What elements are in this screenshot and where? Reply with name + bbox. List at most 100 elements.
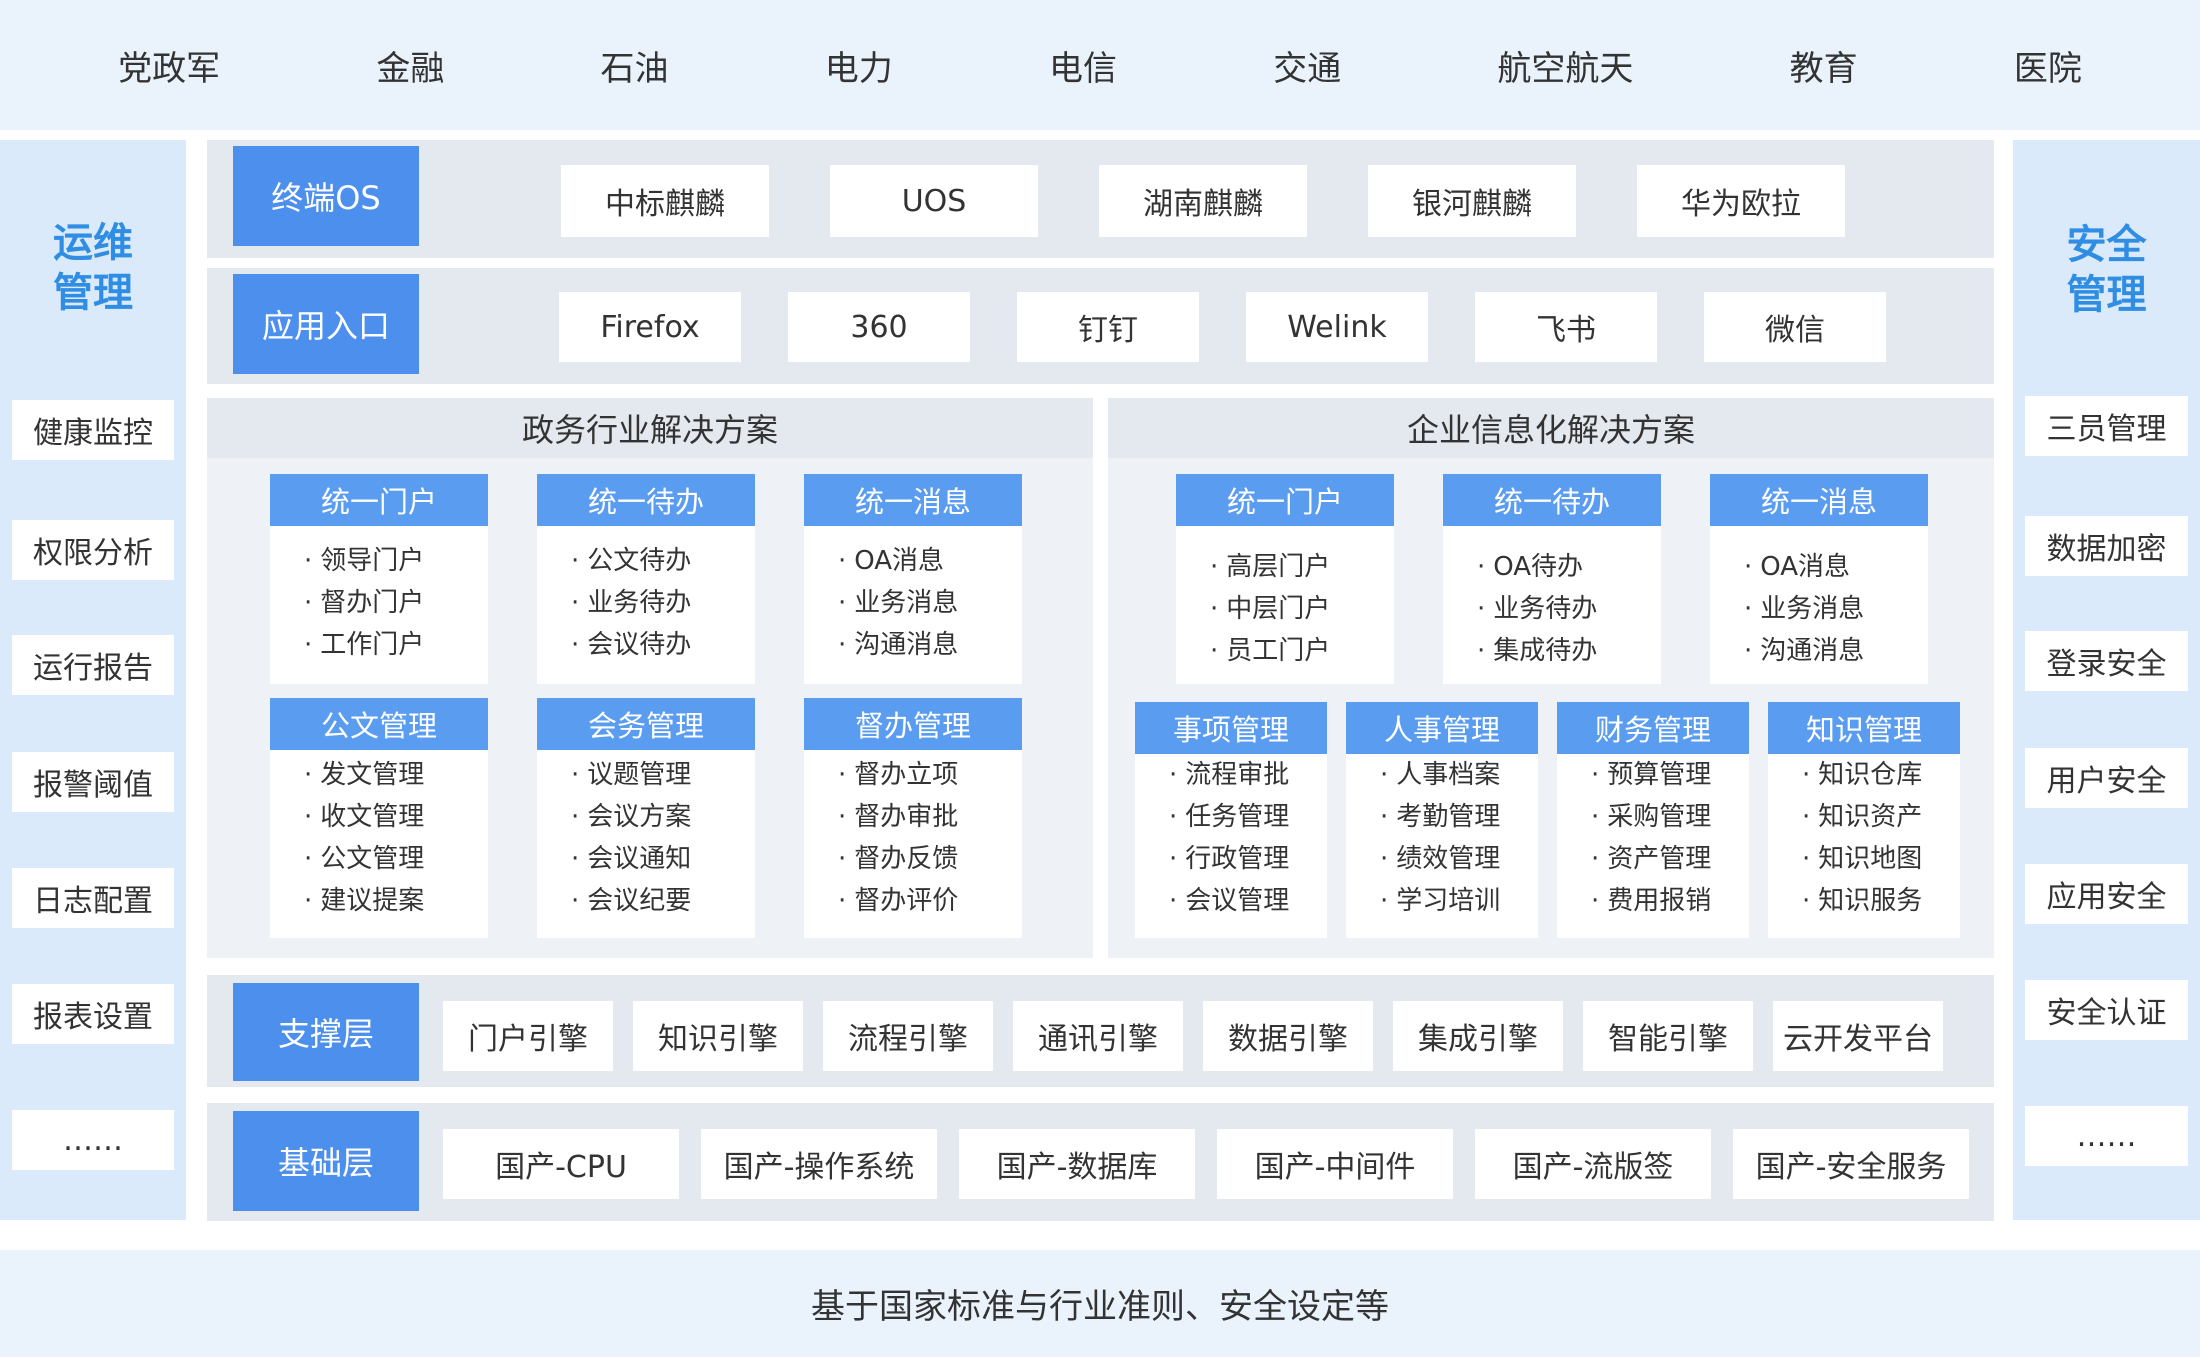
solution-card-item: 业务待办	[1443, 588, 1661, 625]
app-entry-item: Welink	[1246, 292, 1428, 362]
support-layer-label: 支撑层	[233, 983, 419, 1081]
base-layer-item: 国产-数据库	[959, 1129, 1195, 1199]
base-layer-item: 国产-安全服务	[1733, 1129, 1969, 1199]
solution-card-heading: 统一消息	[804, 474, 1022, 526]
industry-label: 电力	[824, 48, 893, 89]
solution-card: 事项管理流程审批任务管理行政管理会议管理	[1135, 702, 1327, 938]
solution-card-heading: 财务管理	[1557, 702, 1749, 754]
solution-card: 财务管理预算管理采购管理资产管理费用报销	[1557, 702, 1749, 938]
industry-label: 石油	[600, 48, 669, 89]
ent-solution-title: 企业信息化解决方案	[1406, 411, 1695, 449]
base-layer-label: 基础层	[233, 1111, 419, 1211]
solution-card-item: 中层门户	[1176, 588, 1394, 625]
ops-item: ……	[12, 1110, 174, 1170]
solution-card-item: 高层门户	[1176, 546, 1394, 583]
solution-card-item: 会议方案	[537, 796, 755, 833]
solution-card-item: 督办反馈	[804, 838, 1022, 875]
solution-card-item: OA待办	[1443, 546, 1661, 583]
app-entry-item: Firefox	[559, 292, 741, 362]
industry-label: 教育	[1789, 48, 1858, 89]
solution-card-heading: 统一门户	[270, 474, 488, 526]
gov-solution-title: 政务行业解决方案	[521, 411, 778, 449]
support-layer-item: 云开发平台	[1773, 1001, 1943, 1071]
security-title: 安全 管理	[2066, 222, 2147, 318]
solution-card-item: 知识仓库	[1768, 754, 1960, 791]
industry-label: 金融	[376, 48, 445, 89]
solution-card: 统一门户领导门户督办门户工作门户	[270, 474, 488, 684]
solution-card-item: OA消息	[1710, 546, 1928, 583]
gov-solution-body: 统一门户领导门户督办门户工作门户统一待办公文待办业务待办会议待办统一消息OA消息…	[207, 458, 1093, 958]
solution-card: 督办管理督办立项督办审批督办反馈督办评价	[804, 698, 1022, 938]
solution-card: 统一消息OA消息业务消息沟通消息	[1710, 474, 1928, 684]
security-item: 安全认证	[2025, 980, 2188, 1040]
base-layer-item: 国产-中间件	[1217, 1129, 1453, 1199]
solution-card-item: 绩效管理	[1346, 838, 1538, 875]
solution-card-item: 公文待办	[537, 540, 755, 577]
solution-card-item: 督办评价	[804, 880, 1022, 917]
solution-card-item: 沟通消息	[804, 624, 1022, 661]
solution-card-item: 沟通消息	[1710, 630, 1928, 667]
solution-card-item: 知识服务	[1768, 880, 1960, 917]
solution-card-item: 工作门户	[270, 624, 488, 661]
support-layer-item: 智能引擎	[1583, 1001, 1753, 1071]
solution-card-item: 预算管理	[1557, 754, 1749, 791]
solution-card-item: 督办审批	[804, 796, 1022, 833]
solution-card-item: 建议提案	[270, 880, 488, 917]
solution-card-item: 会议待办	[537, 624, 755, 661]
terminal-os-item: 银河麒麟	[1368, 165, 1576, 237]
ops-management-column: 运维 管理 健康监控权限分析运行报告报警阈值日志配置报表设置……	[0, 140, 186, 1220]
terminal-os-item: UOS	[830, 165, 1038, 237]
solution-card-item: 流程审批	[1135, 754, 1327, 791]
industry-label: 航空航天	[1497, 48, 1634, 89]
solution-card-item: 议题管理	[537, 754, 755, 791]
solution-card-item: 督办门户	[270, 582, 488, 619]
ent-solution-body: 统一门户高层门户中层门户员工门户统一待办OA待办业务待办集成待办统一消息OA消息…	[1108, 458, 1994, 958]
solution-card-heading: 事项管理	[1135, 702, 1327, 754]
support-layer-item: 通讯引擎	[1013, 1001, 1183, 1071]
ops-item: 报警阈值	[12, 752, 174, 812]
industry-label: 交通	[1273, 48, 1342, 89]
security-item: 登录安全	[2025, 631, 2188, 691]
solution-card-item: 知识资产	[1768, 796, 1960, 833]
solution-card-heading: 人事管理	[1346, 702, 1538, 754]
solution-card-item: 知识地图	[1768, 838, 1960, 875]
standards-footer: 基于国家标准与行业准则、安全设定等	[0, 1250, 2200, 1357]
solution-card: 人事管理人事档案考勤管理绩效管理学习培训	[1346, 702, 1538, 938]
industry-label: 党政军	[118, 48, 221, 89]
industry-label: 电信	[1048, 48, 1117, 89]
gov-solution-panel: 政务行业解决方案 统一门户领导门户督办门户工作门户统一待办公文待办业务待办会议待…	[207, 398, 1093, 958]
security-item: ……	[2025, 1106, 2188, 1166]
base-layer-item: 国产-操作系统	[701, 1129, 937, 1199]
solution-card-item: 采购管理	[1557, 796, 1749, 833]
solution-card: 统一待办OA待办业务待办集成待办	[1443, 474, 1661, 684]
solution-card-heading: 统一待办	[537, 474, 755, 526]
solution-card-heading: 督办管理	[804, 698, 1022, 750]
solution-card-item: 业务消息	[804, 582, 1022, 619]
app-entry-item: 360	[788, 292, 970, 362]
solution-card-item: 督办立项	[804, 754, 1022, 791]
support-layer-item: 数据引擎	[1203, 1001, 1373, 1071]
solution-card-item: 业务消息	[1710, 588, 1928, 625]
solution-card-item: 公文管理	[270, 838, 488, 875]
solution-card-item: 发文管理	[270, 754, 488, 791]
solution-card-item: 领导门户	[270, 540, 488, 577]
solution-card: 统一消息 OA消息业务消息沟通消息	[804, 474, 1022, 684]
security-item: 三员管理	[2025, 396, 2188, 456]
ops-item: 健康监控	[12, 400, 174, 460]
industry-label: 医院	[2013, 48, 2082, 89]
support-layer-item: 门户引擎	[443, 1001, 613, 1071]
ops-title: 运维 管理	[53, 220, 133, 316]
app-entry-item: 钉钉	[1017, 292, 1199, 362]
ops-item: 权限分析	[12, 520, 174, 580]
solution-card-item: 业务待办	[537, 582, 755, 619]
terminal-os-item: 华为欧拉	[1637, 165, 1845, 237]
app-entry-item: 飞书	[1475, 292, 1657, 362]
solution-card-heading: 知识管理	[1768, 702, 1960, 754]
solution-card-item: 学习培训	[1346, 880, 1538, 917]
solution-card-item: 行政管理	[1135, 838, 1327, 875]
security-item: 应用安全	[2025, 864, 2188, 924]
solution-card-heading: 公文管理	[270, 698, 488, 750]
industry-bar: 党政军 金融 石油 电力 电信 交通 航空航天 教育 医院	[0, 0, 2200, 130]
solution-card-item: OA消息	[804, 540, 1022, 577]
